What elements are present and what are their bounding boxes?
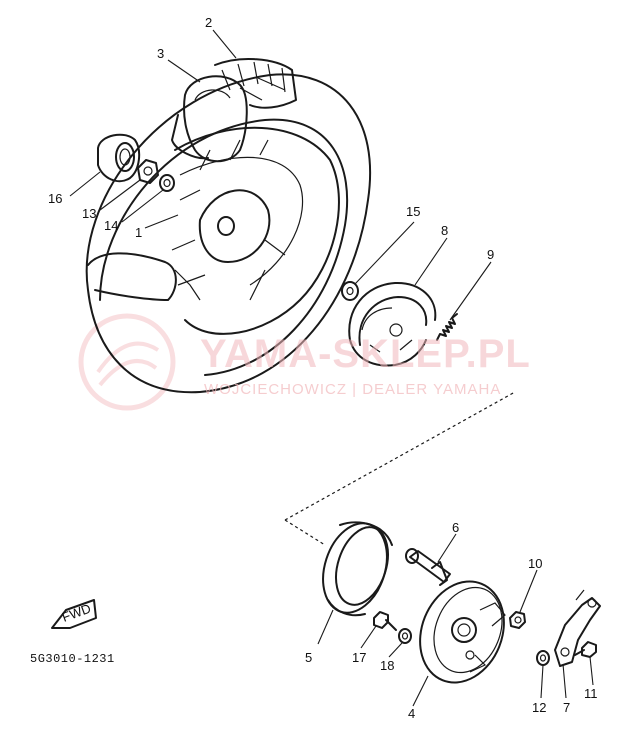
wheel-assembly (85, 73, 372, 394)
brake-shoe-8 (348, 281, 437, 367)
inner-tube (171, 75, 248, 163)
brake-drum-5 (322, 521, 393, 617)
callout-8: 8 (441, 223, 448, 238)
diagram-code: 5G3010-1231 (30, 652, 115, 666)
washer-14 (159, 174, 175, 192)
nut-13 (137, 159, 159, 184)
bolt-17 (373, 611, 397, 631)
fwd-arrow-icon: FWD (51, 599, 97, 629)
washer-12 (536, 650, 550, 666)
watermark-brand: YAMA-SKLEP.PL (200, 332, 531, 376)
leader-lines (69, 29, 594, 707)
brake-arm-7 (554, 589, 601, 667)
callout-16: 16 (48, 191, 62, 206)
callout-2: 2 (205, 15, 212, 30)
callout-10: 10 (528, 556, 542, 571)
callout-15: 15 (406, 204, 420, 219)
nut-10 (509, 611, 526, 629)
camshaft-6 (405, 548, 451, 586)
spring-9 (436, 313, 458, 341)
callout-1: 1 (135, 225, 142, 240)
tire-tread (214, 57, 297, 109)
assembly-guide-line (284, 391, 516, 521)
callout-18: 18 (380, 658, 394, 673)
callout-11: 11 (584, 686, 598, 701)
callout-12: 12 (532, 700, 546, 715)
callout-14: 14 (104, 218, 118, 233)
callout-3: 3 (157, 46, 164, 61)
washer-15 (341, 281, 359, 301)
callout-7: 7 (563, 700, 570, 715)
watermark-logo-icon (78, 313, 176, 411)
washer-18 (398, 628, 412, 644)
callout-9: 9 (487, 247, 494, 262)
bearing-16 (97, 133, 141, 183)
callout-6: 6 (452, 520, 459, 535)
callout-4: 4 (408, 706, 415, 721)
callout-13: 13 (82, 206, 96, 221)
assembly-guide-line-2 (284, 519, 326, 546)
callout-5: 5 (305, 650, 312, 665)
brake-plate-4 (419, 580, 506, 684)
callout-17: 17 (352, 650, 366, 665)
bolt-11 (574, 641, 597, 658)
watermark-subtitle: WOJCIECHOWICZ | DEALER YAMAHA (204, 381, 502, 398)
